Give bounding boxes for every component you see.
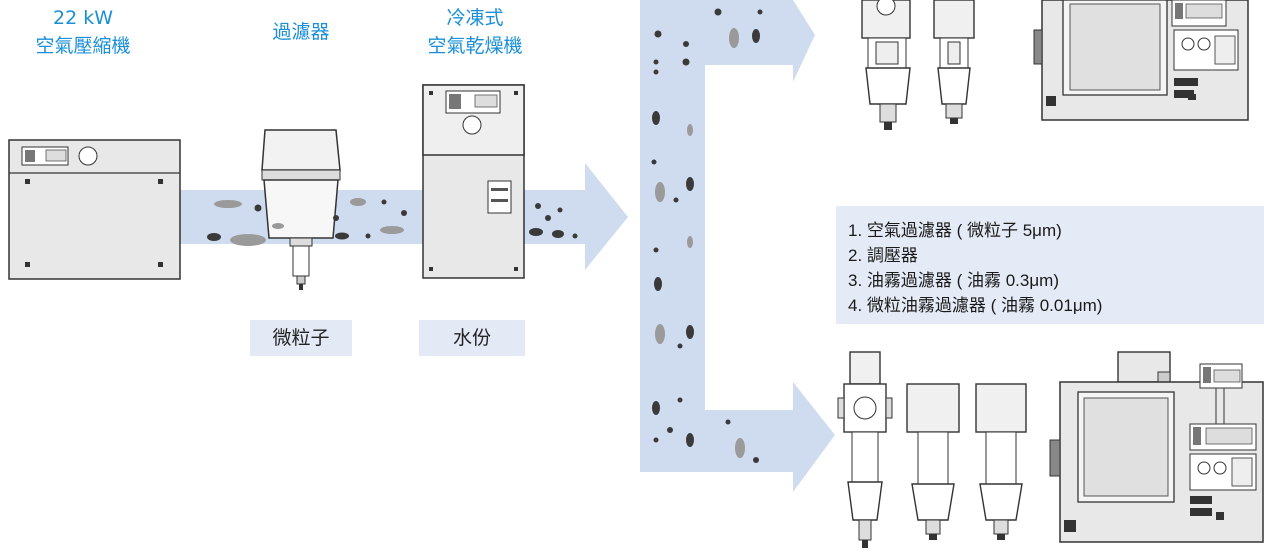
compressor-name-label: 空氣壓縮機: [35, 35, 131, 57]
moisture-tag: 水份: [419, 320, 525, 356]
branch-air-flow-arrows: [640, 0, 835, 492]
dryer-label-line2: 空氣乾燥機: [427, 35, 523, 57]
frl-unit-icon-bottom: [837, 351, 1027, 548]
main-air-flow-arrow: [175, 163, 628, 270]
filter-label: 過濾器: [272, 21, 330, 43]
machine-tool-icon-top: [1033, 0, 1249, 121]
compressor-icon: [8, 139, 181, 280]
contaminants: [207, 8, 763, 463]
legend-item-1: 1. 空氣過濾器 ( 微粒子 5μm): [848, 221, 1062, 240]
legend-box: 1. 空氣過濾器 ( 微粒子 5μm) 2. 調壓器 3. 油霧過濾器 ( 油霧…: [836, 206, 1264, 324]
dryer-label-line1: 冷凍式: [446, 7, 504, 29]
dryer-icon: [422, 84, 525, 279]
machine-tool-icon-bottom: [1049, 351, 1264, 543]
filter-icon: [261, 129, 341, 290]
compressor-power-label: 22 kW: [52, 7, 113, 29]
legend-item-3: 3. 油霧過濾器 ( 油霧 0.3μm): [848, 271, 1059, 290]
frl-unit-icon-top: [861, 0, 975, 130]
legend-item-4: 4. 微粒油霧過濾器 ( 油霧 0.01μm): [848, 296, 1103, 315]
legend-item-2: 2. 調壓器: [848, 246, 918, 265]
particles-tag: 微粒子: [250, 320, 352, 356]
